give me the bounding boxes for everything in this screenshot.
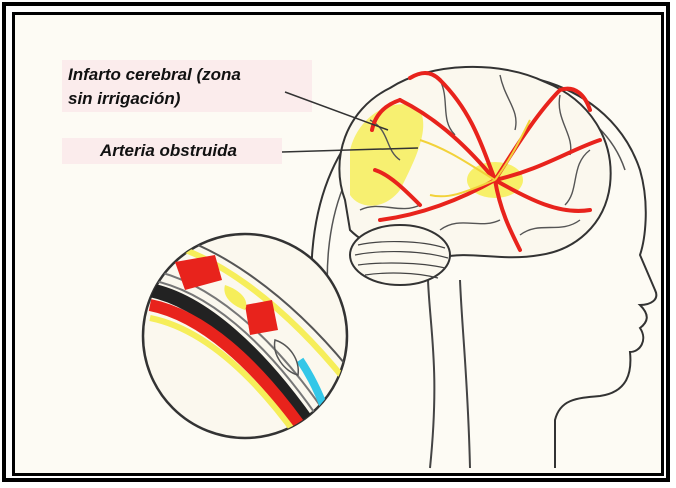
artery-label: Arteria obstruida [100,140,237,162]
magnified-artery [143,230,350,440]
infarct-label-line2: sin irrigación) [68,88,180,110]
neck-outline [428,280,470,468]
infarct-label-line1: Infarto cerebral (zona [68,64,241,86]
